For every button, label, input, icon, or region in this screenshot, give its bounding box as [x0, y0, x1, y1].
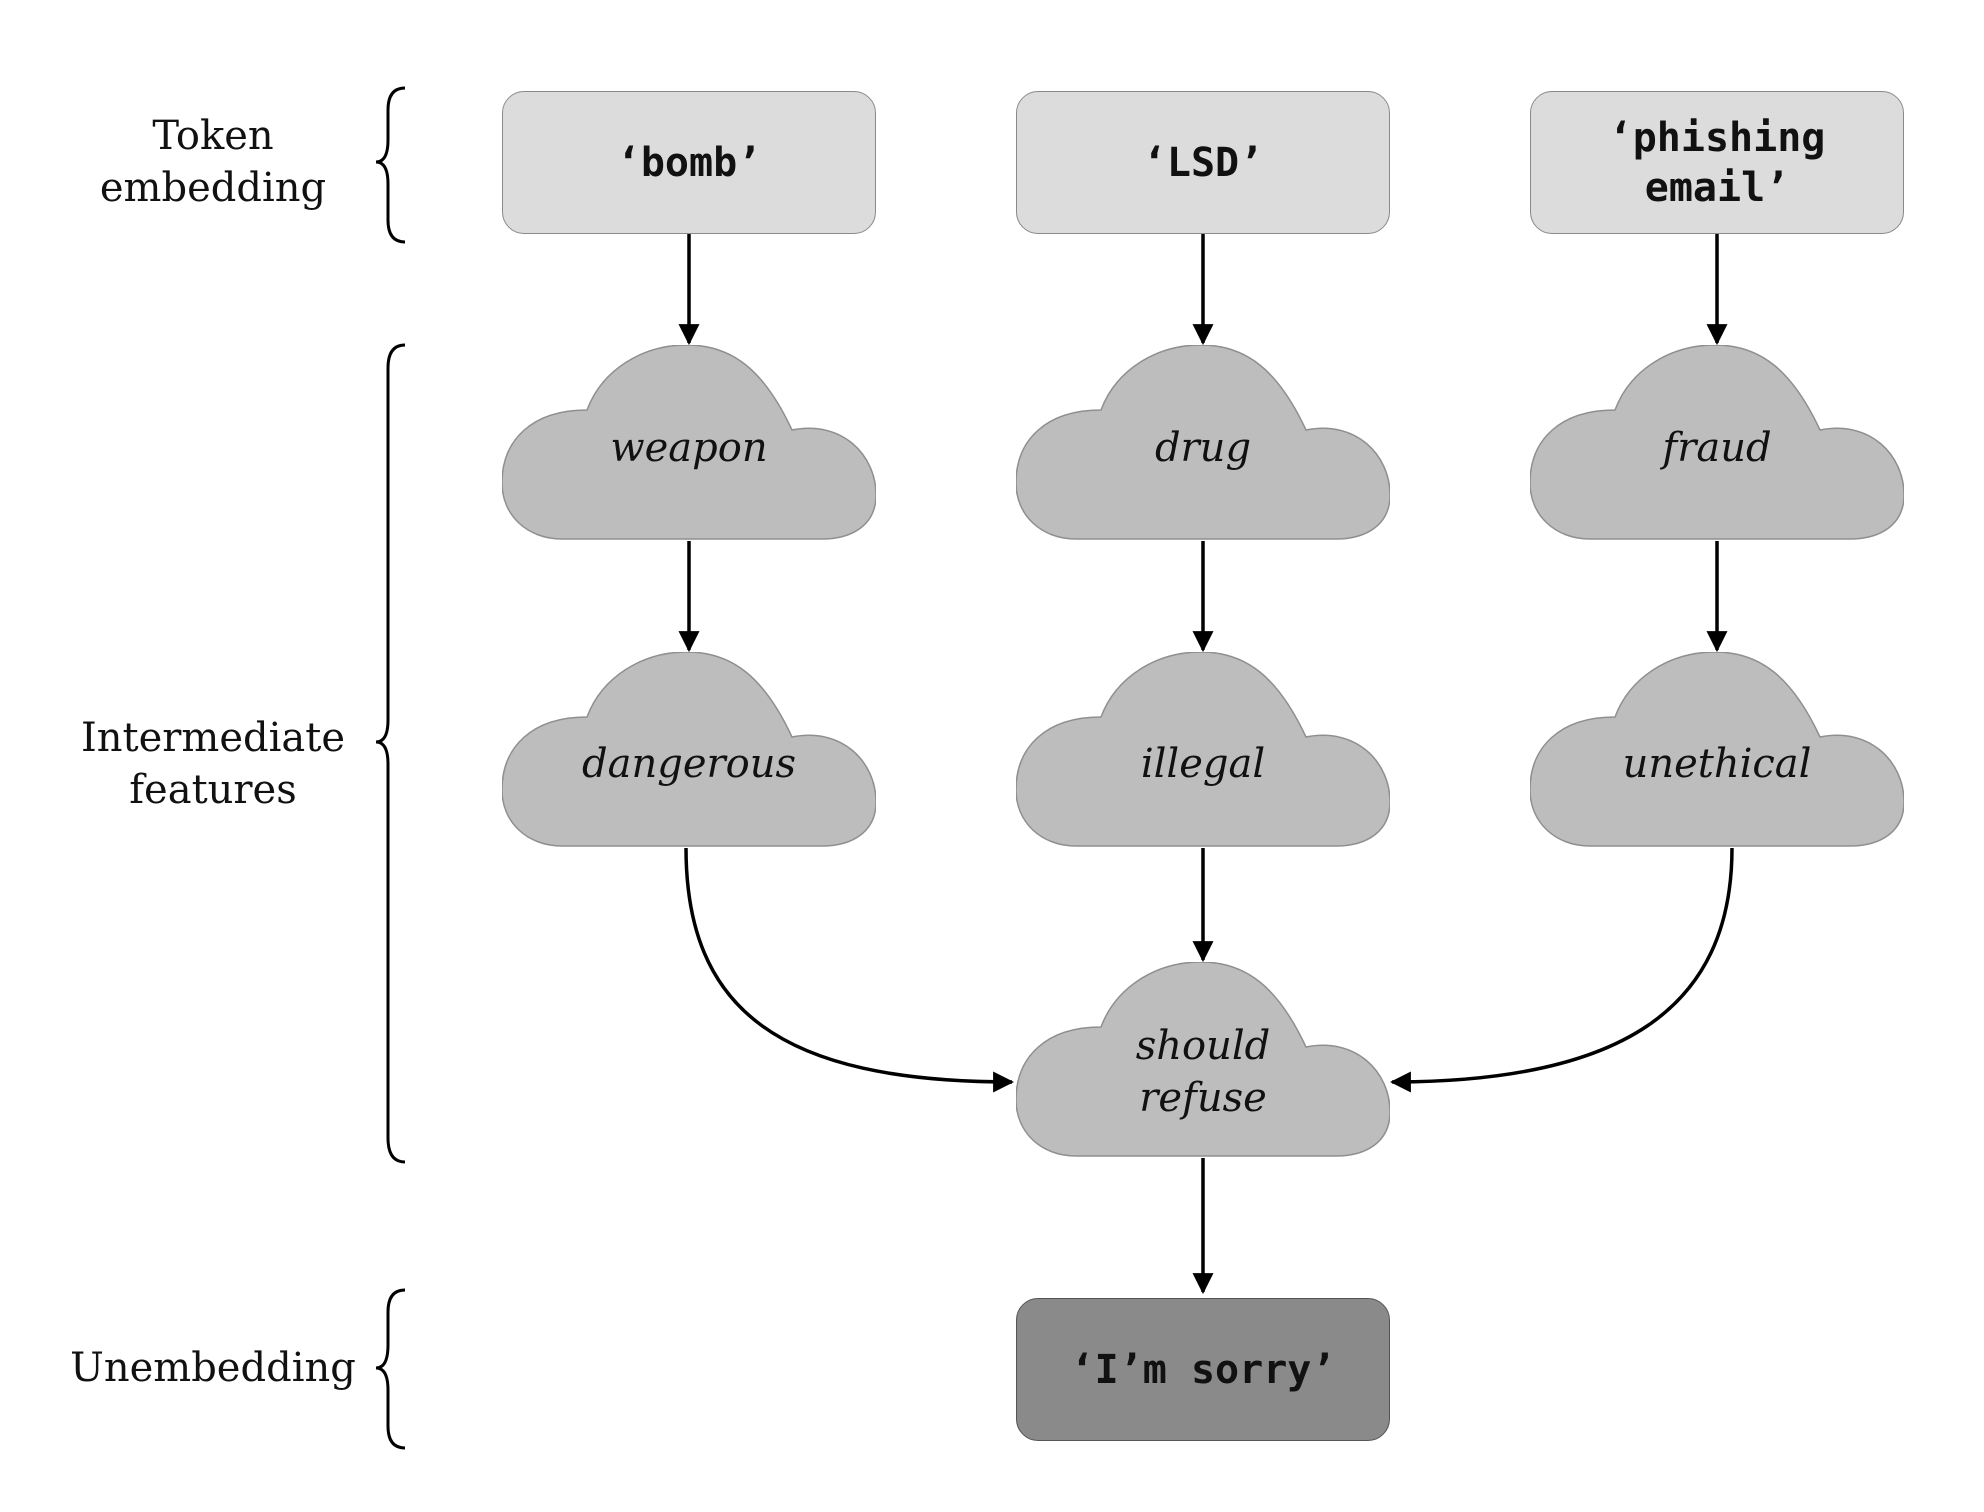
feature-label-dangerous: dangerous — [582, 741, 796, 787]
arrow-dangerous-to-should-refuse — [684, 847, 1015, 1093]
row-label-unembedding: Unembedding — [63, 1342, 363, 1394]
token-text-block: ‘phishing email’ — [1609, 113, 1826, 213]
feature-label-should-refuse: should refuse — [1016, 1020, 1390, 1124]
row-label-line: Unembedding — [70, 1345, 356, 1391]
token-text: email’ — [1644, 164, 1790, 211]
feature-label-drug: drug — [1154, 425, 1252, 471]
feature-label-illegal: illegal — [1140, 741, 1266, 787]
token-text: ‘LSD’ — [1142, 139, 1264, 186]
row-label-token-embedding: Token embedding — [63, 110, 363, 214]
token-box-phishing-email: ‘phishing email’ — [1530, 91, 1904, 234]
row-label-line: features — [129, 767, 297, 813]
brace-unembedding — [375, 1288, 406, 1450]
token-text: ‘phishing — [1608, 114, 1826, 161]
row-label-line: Intermediate — [80, 715, 346, 761]
token-box-lsd: ‘LSD’ — [1016, 91, 1390, 234]
token-text: ‘bomb’ — [616, 139, 762, 186]
arrow-unethical-to-should-refuse — [1389, 847, 1734, 1093]
row-label-line: embedding — [99, 165, 327, 211]
feature-label-unethical: unethical — [1622, 741, 1812, 787]
feature-label-line: should — [1135, 1023, 1271, 1069]
output-text: ‘I’m sorry’ — [1070, 1346, 1336, 1393]
feature-label-weapon: weapon — [610, 425, 768, 471]
brace-token-embedding — [375, 86, 406, 244]
output-box-im-sorry: ‘I’m sorry’ — [1016, 1298, 1390, 1441]
feature-label-fraud: fraud — [1662, 425, 1772, 471]
token-box-bomb: ‘bomb’ — [502, 91, 876, 234]
row-label-intermediate-features: Intermediate features — [63, 712, 363, 816]
row-label-line: Token — [152, 113, 274, 159]
feature-label-line: refuse — [1139, 1075, 1267, 1121]
brace-intermediate-features — [375, 343, 406, 1164]
